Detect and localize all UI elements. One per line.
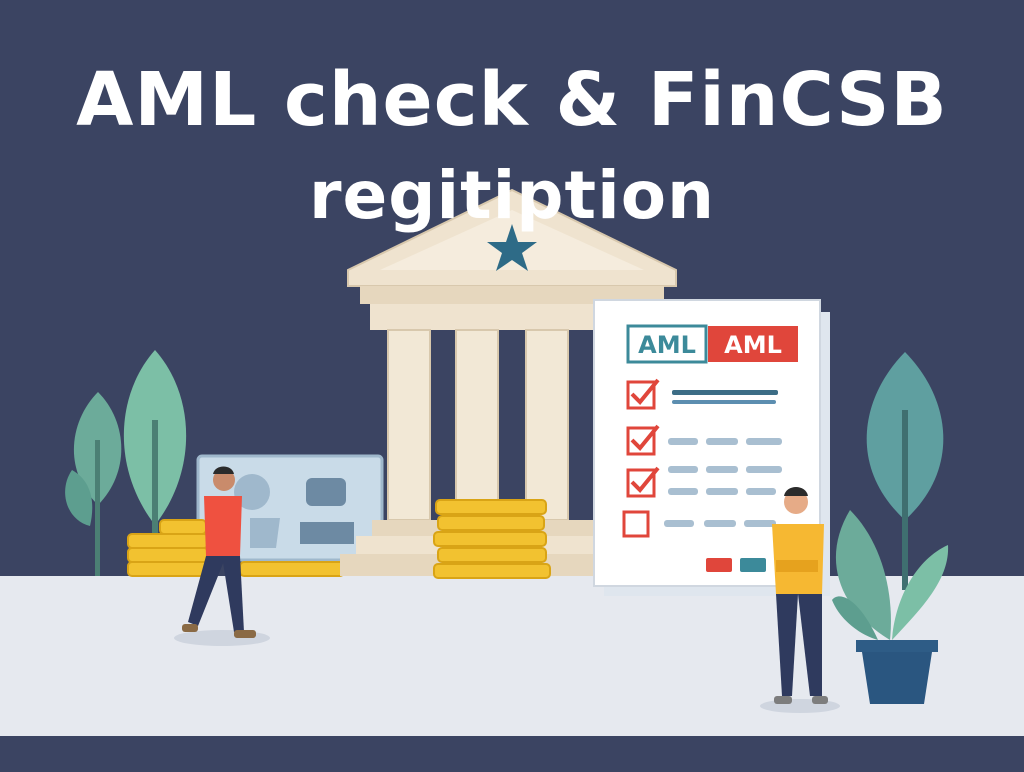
- banknote-icon: [196, 454, 384, 562]
- tree-icon: [866, 352, 944, 590]
- aml-badge-left-text: AML: [638, 331, 696, 359]
- person-icon: [760, 487, 840, 713]
- checkbox-icon: [622, 510, 650, 538]
- coin-stack-icon: [433, 499, 551, 579]
- aml-badge-right-text: AML: [724, 331, 782, 359]
- star-icon: [487, 224, 537, 271]
- checkbox-icon: [626, 468, 656, 498]
- bottom-band: [0, 736, 1024, 768]
- potted-plant-icon: [832, 510, 949, 704]
- checkbox-icon: [626, 426, 656, 456]
- headline-line-2: regitiption: [308, 157, 716, 234]
- person-icon: [174, 466, 270, 646]
- headline-line-1: AML check & FinCSB: [76, 57, 948, 143]
- tree-icon: [65, 350, 187, 576]
- aml-badge-left: [626, 324, 708, 364]
- aml-badge-right: [708, 326, 798, 362]
- checkbox-icon: [626, 380, 656, 410]
- coin-stack-icon: [127, 519, 345, 577]
- aml-document: AML AML: [593, 299, 830, 596]
